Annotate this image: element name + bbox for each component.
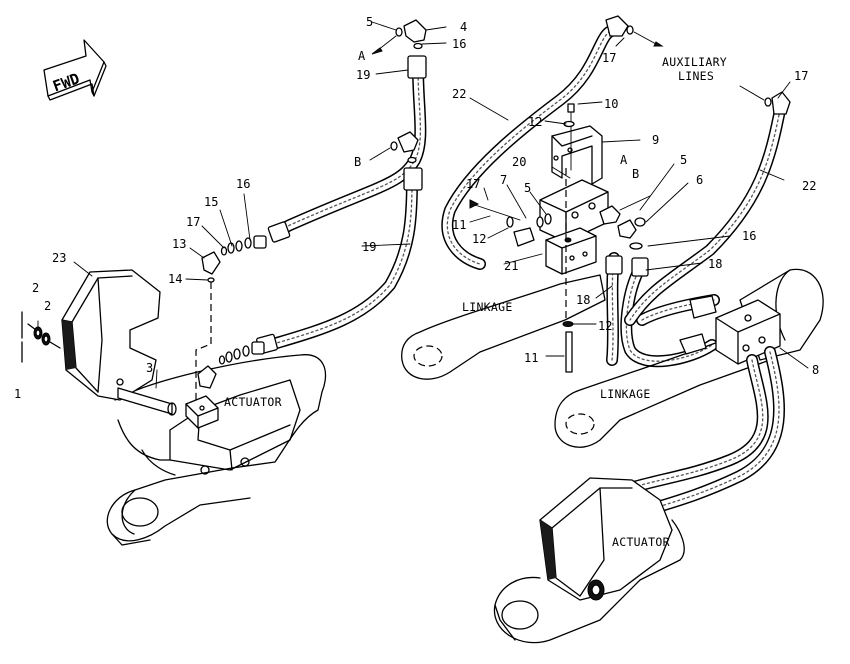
callout-19: 19: [356, 68, 370, 82]
callout-6: 6: [696, 173, 703, 187]
auxiliary-lines-text-1: AUXILIARY: [662, 55, 727, 69]
callout-14: 14: [168, 272, 182, 286]
block-21: [545, 227, 597, 275]
callout-B: B: [354, 155, 361, 169]
auxiliary-lines-text-2: LINES: [678, 69, 714, 83]
callout-7: 7: [500, 173, 507, 187]
callout-17: 17: [602, 51, 616, 65]
aux-fitting-top: [605, 15, 664, 47]
left-actuator-body: ACTUATOR: [117, 379, 301, 476]
callout-16: 16: [742, 229, 756, 243]
callout-18: 18: [708, 257, 722, 271]
callout-5: 5: [366, 15, 373, 29]
hose-22-right: [624, 85, 791, 326]
linkage-center-label: LINKAGE: [462, 300, 513, 314]
callout-21: 21: [504, 259, 518, 273]
center-bolts: [469, 103, 651, 373]
hose-19-lower: [264, 174, 418, 351]
callout-12: 12: [598, 319, 612, 333]
callout-17: 17: [794, 69, 808, 83]
left-guard-23: [61, 269, 161, 401]
pin-3: [117, 387, 177, 416]
linkage-right-label: LINKAGE: [600, 387, 651, 401]
callout-19: 19: [362, 240, 376, 254]
callout-numbers: 1 2 2 3 23 13 14 15 16 17 19 19 5 4 16 A…: [14, 15, 819, 401]
right-lower-arm: [493, 519, 685, 644]
fwd-arrow: FWD: [43, 39, 107, 101]
callout-2: 2: [44, 299, 51, 313]
callout-8: 8: [812, 363, 819, 377]
auxiliary-lines-label: AUXILIARY LINES: [662, 55, 727, 83]
callout-5: 5: [680, 153, 687, 167]
callout-9: 9: [652, 133, 659, 147]
callout-17: 17: [186, 215, 200, 229]
leader-lines: [37, 21, 809, 389]
actuator-right-label: ACTUATOR: [612, 535, 670, 549]
right-linkage-arm: LINKAGE: [554, 329, 771, 448]
left-linkage-arm: [106, 354, 327, 546]
callout-4: 4: [460, 20, 467, 34]
actuator-left-label: ACTUATOR: [224, 395, 282, 409]
callout-16: 16: [452, 37, 466, 51]
hose-22-left: [441, 24, 621, 270]
callout-5: 5: [524, 181, 531, 195]
callout-17: 17: [466, 177, 480, 191]
callout-A: A: [620, 153, 628, 167]
callout-B: B: [632, 167, 639, 181]
callout-23: 23: [52, 251, 66, 265]
callout-11: 11: [524, 351, 538, 365]
callout-22: 22: [452, 87, 466, 101]
callout-16: 16: [236, 177, 250, 191]
callout-10: 10: [604, 97, 618, 111]
bracket-9: [551, 125, 603, 185]
callout-A: A: [358, 49, 366, 63]
hose-19-upper: [274, 62, 427, 236]
callout-1: 1: [14, 387, 21, 401]
left-fittings: [185, 19, 427, 429]
callout-12: 12: [472, 232, 486, 246]
callout-15: 15: [204, 195, 218, 209]
valve-block-8: [679, 295, 781, 365]
callout-20: 20: [512, 155, 526, 169]
washers-1-2: [21, 311, 61, 363]
callout-18: 18: [576, 293, 590, 307]
callout-22: 22: [802, 179, 816, 193]
callout-3: 3: [146, 361, 153, 375]
callout-2: 2: [32, 281, 39, 295]
center-linkage-arm: LINKAGE: [401, 274, 606, 380]
callout-12: 12: [528, 115, 542, 129]
callout-13: 13: [172, 237, 186, 251]
callout-11: 11: [452, 218, 466, 232]
right-actuator-body: ACTUATOR: [539, 477, 673, 601]
